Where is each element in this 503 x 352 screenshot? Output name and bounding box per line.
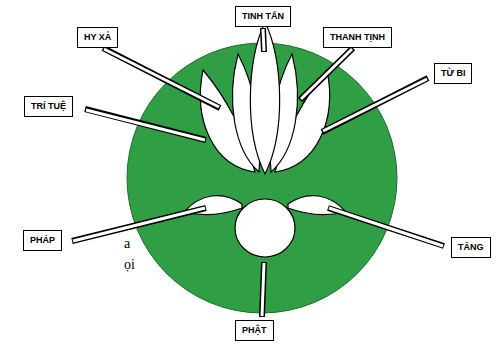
cropped-text: a xyxy=(124,236,130,252)
virtue-label: HY XẢ xyxy=(77,27,118,48)
label-text: TĂNG xyxy=(458,242,484,253)
label-text: PHẬT xyxy=(242,325,267,336)
jewel-label: PHẬT xyxy=(235,320,274,341)
cropped-text: ọi xyxy=(124,257,135,273)
jewel-label: TĂNG xyxy=(451,237,491,258)
virtue-label: TỪ BI xyxy=(434,63,472,84)
label-text: PHÁP xyxy=(30,235,55,246)
leader-lines xyxy=(72,28,444,317)
label-text: TINH TẤN xyxy=(242,11,284,22)
virtue-label: TRÍ TUỆ xyxy=(24,96,73,117)
label-text: TỪ BI xyxy=(441,68,465,79)
label-text: TRÍ TUỆ xyxy=(31,101,66,112)
label-text: HY XẢ xyxy=(84,32,111,43)
virtue-label: THANH TỊNH xyxy=(323,27,392,48)
label-text: THANH TỊNH xyxy=(330,32,385,43)
jewel-label: PHÁP xyxy=(23,230,62,251)
lotus-bulb xyxy=(235,199,295,257)
lotus-flower xyxy=(184,22,346,257)
virtue-label: TINH TẤN xyxy=(235,6,291,27)
center-petal xyxy=(250,22,279,174)
